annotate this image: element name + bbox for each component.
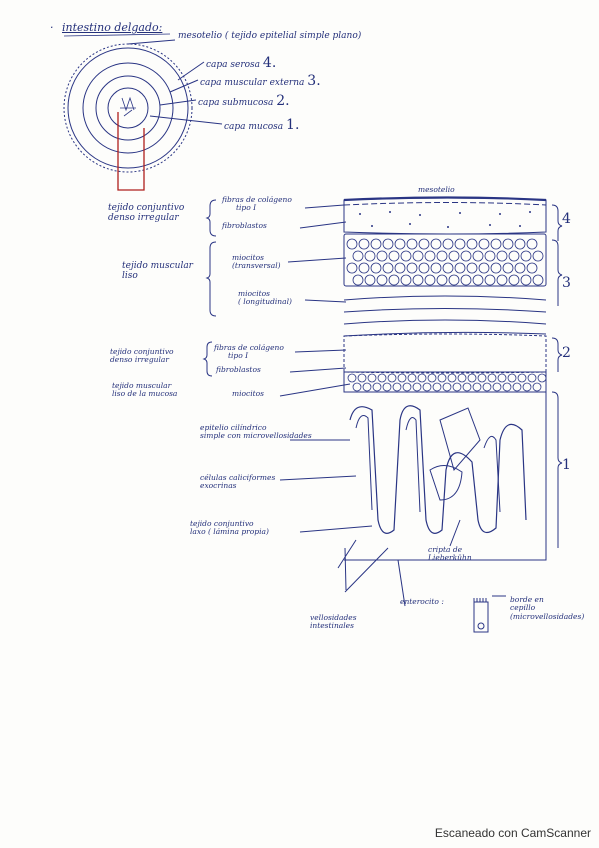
intestine-cross-section <box>63 43 193 173</box>
label-enterocito: enterocito : <box>400 597 444 606</box>
number-badge: 4. <box>262 55 277 71</box>
number-badge: 2. <box>276 93 290 109</box>
layer-number-4: 4 <box>562 211 571 227</box>
serosa-layer <box>343 196 547 235</box>
label-mesotelio: mesotelio <box>418 185 455 194</box>
layer-number-3: 3 <box>562 275 571 291</box>
number-badge: 3. <box>307 73 321 89</box>
label-capa-mucosa: capa mucosa 1. <box>224 117 300 133</box>
label-capa-muscular: capa muscular externa 3. <box>200 73 321 89</box>
label-miocitos-transversal: miocitos(transversal) <box>232 253 281 271</box>
cell-texture <box>359 211 531 228</box>
mucosa-layer <box>344 391 547 561</box>
label-capa-submucosa: capa submucosa 2. <box>198 93 290 109</box>
label-miocitos-3: miocitos <box>232 389 265 398</box>
scanner-footer: Escaneado con CamScanner <box>434 826 591 840</box>
number-badge: 1. <box>286 117 300 133</box>
label-miocitos-longitudinal: miocitos( longitudinal) <box>238 289 292 307</box>
label-capa-serosa: capa serosa 4. <box>206 55 277 71</box>
myocyte-cells <box>346 238 547 392</box>
label-mesotelio-top: mesotelio ( tejido epitelial simple plan… <box>178 31 362 41</box>
bullet: · <box>50 21 54 34</box>
enterocyte-drawing <box>473 595 506 633</box>
label-fibroblastos-1: fibroblastos <box>222 221 267 230</box>
section-marker <box>117 112 145 191</box>
layer-number-2: 2 <box>562 345 571 361</box>
submucosa-layer <box>343 333 547 374</box>
layer-number-1: 1 <box>562 457 571 473</box>
label-fibroblastos-2: fibroblastos <box>216 365 261 374</box>
muscular-externa-layer <box>343 233 547 337</box>
page-title: intestino delgado: <box>62 21 163 34</box>
